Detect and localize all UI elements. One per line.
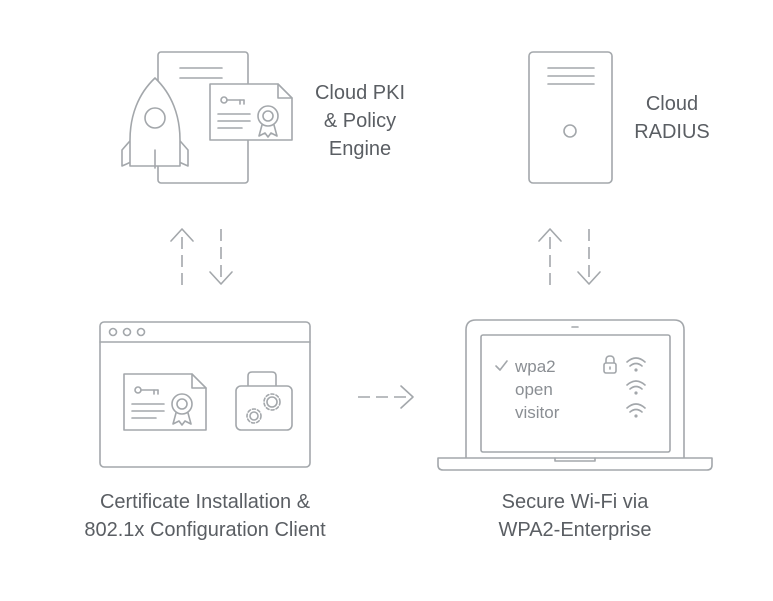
client-label-line2: 802.1x Configuration Client: [84, 519, 326, 541]
wifi-label-line2: WPA2-Enterprise: [498, 519, 652, 541]
wifi-icon: [626, 357, 646, 372]
arrow-radius-to-wifi: [577, 229, 601, 285]
client-certificate-icon: [123, 373, 207, 431]
pki-label-line3: Engine: [328, 138, 392, 160]
network-name-open[interactable]: open: [515, 380, 553, 399]
pki-label-line2: & Policy: [323, 110, 397, 132]
radius-label-line1: Cloud: [645, 93, 699, 115]
pki-label: Cloud PKI & Policy Engine: [300, 79, 420, 163]
wifi-network-list: wpa2 open visitor: [495, 355, 646, 422]
wifi-label-line1: Secure Wi-Fi via: [501, 491, 649, 513]
certificate-icon: [209, 83, 293, 141]
network-name-visitor[interactable]: visitor: [515, 403, 560, 422]
pki-label-line1: Cloud PKI: [314, 82, 406, 104]
arrow-client-to-wifi: [358, 385, 414, 409]
arrow-client-to-pki: [170, 228, 194, 285]
wifi-icon: [626, 403, 646, 418]
server-tower-icon: [528, 51, 613, 184]
lock-icon: [603, 355, 617, 374]
client-label: Certificate Installation & 802.1x Config…: [40, 488, 370, 544]
arrow-pki-to-client: [209, 229, 233, 285]
toolbox-gears-icon: [235, 371, 293, 431]
wifi-icon: [626, 380, 646, 395]
laptop-icon: [437, 319, 713, 471]
client-label-line1: Certificate Installation &: [99, 491, 311, 513]
checkmark-icon: [495, 360, 508, 371]
network-name-wpa2[interactable]: wpa2: [514, 357, 556, 376]
radius-label-line2: RADIUS: [634, 121, 710, 143]
radius-label: Cloud RADIUS: [622, 90, 722, 146]
rocket-icon: [121, 77, 189, 169]
wifi-label: Secure Wi-Fi via WPA2-Enterprise: [460, 488, 690, 544]
arrow-wifi-to-radius: [538, 228, 562, 285]
